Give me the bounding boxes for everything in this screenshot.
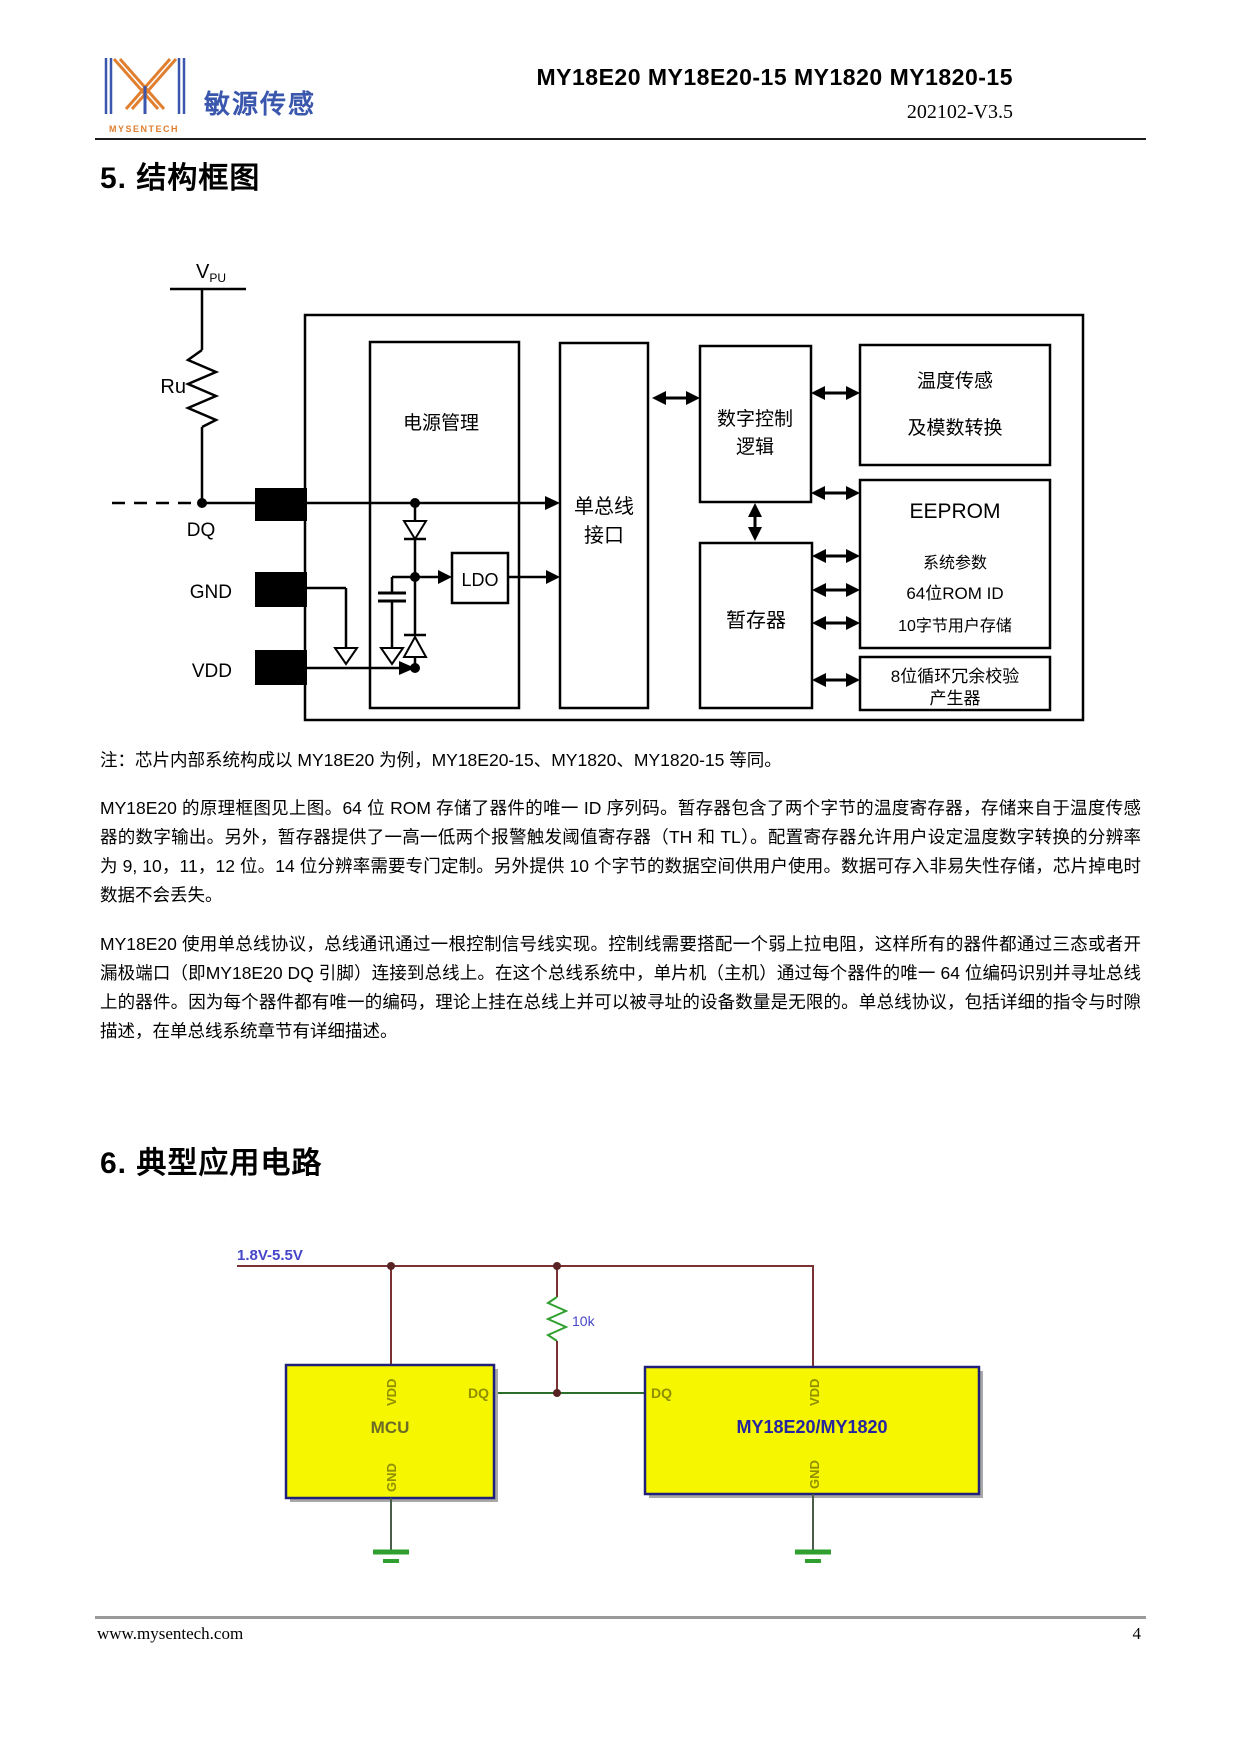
onewire-label-2: 接口 xyxy=(584,524,624,547)
vdd-pin xyxy=(255,650,307,685)
diagram-note: 注：芯片内部系统构成以 MY18E20 为例，MY18E20-15、MY1820… xyxy=(100,750,782,770)
digital-logic-box xyxy=(698,344,813,504)
ldo-box xyxy=(450,551,510,605)
footer-page-number: 4 xyxy=(1132,1624,1142,1643)
bidirectional-arrow xyxy=(748,503,762,541)
section-heading-block-diagram: 5. 结构框图 xyxy=(100,162,261,195)
paragraph-onewire-description: MY18E20 使用单总线协议，总线通讯通过一根控制信号线实现。控制线需要搭配一… xyxy=(100,934,1141,1041)
mcu-dq-pin-label: DQ xyxy=(468,1385,489,1401)
onewire-label-1: 单总线 xyxy=(574,495,634,518)
crc-label-1: 8位循环冗余校验 xyxy=(891,667,1019,686)
vpu-label: VPU xyxy=(196,261,226,285)
ground-symbol xyxy=(795,1549,831,1563)
bidirectional-arrow xyxy=(812,549,860,563)
digital-logic-label-1: 数字控制 xyxy=(717,408,793,430)
eeprom-item-3: 10字节用户存储 xyxy=(898,617,1012,635)
supply-range-label: 1.8V-5.5V xyxy=(237,1247,303,1264)
device-dq-pin-label: DQ xyxy=(651,1385,672,1401)
scratchpad-box xyxy=(698,541,814,710)
ground-symbol xyxy=(379,647,405,666)
eeprom-label: EEPROM xyxy=(909,500,1000,523)
bidirectional-arrow xyxy=(812,583,860,597)
bidirectional-arrow xyxy=(812,673,860,687)
dq-pin-label: DQ xyxy=(187,520,216,541)
temp-sensor-label-2: 及模数转换 xyxy=(907,417,1002,439)
temp-sensor-label-1: 温度传感 xyxy=(917,370,993,392)
header-divider xyxy=(95,138,1146,140)
arrow-right-icon xyxy=(438,570,452,584)
junction-dot xyxy=(410,663,420,673)
eeprom-item-1: 系统参数 xyxy=(923,554,987,572)
company-logo-icon xyxy=(104,58,186,114)
mcu-vdd-pin-label: VDD xyxy=(384,1379,399,1406)
block-diagram: VPU Ru DQ GND VDD xyxy=(112,261,1085,722)
gnd-pin-label: GND xyxy=(190,582,232,603)
pullup-resistor-symbol xyxy=(545,1296,569,1342)
diode-symbol xyxy=(402,520,428,541)
arrow-right-icon xyxy=(546,570,560,584)
ldo-label: LDO xyxy=(461,570,498,590)
scratchpad-label: 暂存器 xyxy=(726,609,786,632)
digital-logic-label-2: 逻辑 xyxy=(736,436,774,458)
ground-symbol xyxy=(373,1549,409,1563)
vdd-pin-label: VDD xyxy=(192,661,232,682)
footer-website: www.mysentech.com xyxy=(97,1624,244,1643)
bidirectional-arrow xyxy=(811,486,860,500)
dq-pin xyxy=(255,488,307,521)
junction-dot xyxy=(553,1262,561,1270)
power-mgmt-label: 电源管理 xyxy=(403,412,479,434)
company-name: 敏源传感 xyxy=(204,89,317,119)
device-gnd-pin-label: GND xyxy=(807,1460,822,1489)
application-circuit: 1.8V-5.5V 10k VDD GND DQ MCU DQ VDD GND … xyxy=(237,1247,983,1563)
mcu-label: MCU xyxy=(371,1418,410,1437)
crc-generator-box xyxy=(858,655,1052,712)
document-title: MY18E20 MY18E20-15 MY1820 MY1820-15 xyxy=(536,64,1013,90)
bidirectional-arrow xyxy=(812,616,860,630)
arrow-right-icon xyxy=(399,661,415,675)
junction-dot xyxy=(387,1262,395,1270)
junction-dot xyxy=(553,1389,561,1397)
mcu-block xyxy=(284,1363,496,1500)
document-version: 202102-V3.5 xyxy=(906,101,1013,123)
eeprom-item-2: 64位ROM ID xyxy=(906,584,1003,603)
device-vdd-pin-label: VDD xyxy=(807,1379,822,1406)
pullup-value-label: 10k xyxy=(572,1313,596,1329)
mcu-gnd-pin-label: GND xyxy=(384,1463,399,1492)
onewire-interface-box xyxy=(558,341,650,710)
temp-sensor-adc-box xyxy=(858,343,1052,467)
arrow-right-icon xyxy=(545,496,560,510)
device-block xyxy=(643,1365,981,1496)
eeprom-box xyxy=(858,478,1052,650)
ground-symbol xyxy=(333,647,359,666)
paragraph-rom-description: MY18E20 的原理框图见上图。64 位 ROM 存储了器件的唯一 ID 序列… xyxy=(100,798,1141,905)
bidirectional-arrow xyxy=(811,386,860,400)
company-name-latin: MYSENTECH xyxy=(108,124,179,134)
device-label: MY18E20/MY1820 xyxy=(736,1417,887,1437)
vdd-rail-wire xyxy=(237,1265,814,1367)
crc-label-2: 产生器 xyxy=(930,689,981,708)
footer-divider xyxy=(95,1616,1146,1619)
pullup-resistor-symbol xyxy=(184,348,220,429)
section-heading-app-circuit: 6. 典型应用电路 xyxy=(100,1147,323,1180)
bidirectional-arrow xyxy=(652,391,700,405)
gnd-pin xyxy=(255,572,307,607)
pullup-resistor-label: Ru xyxy=(160,376,186,398)
